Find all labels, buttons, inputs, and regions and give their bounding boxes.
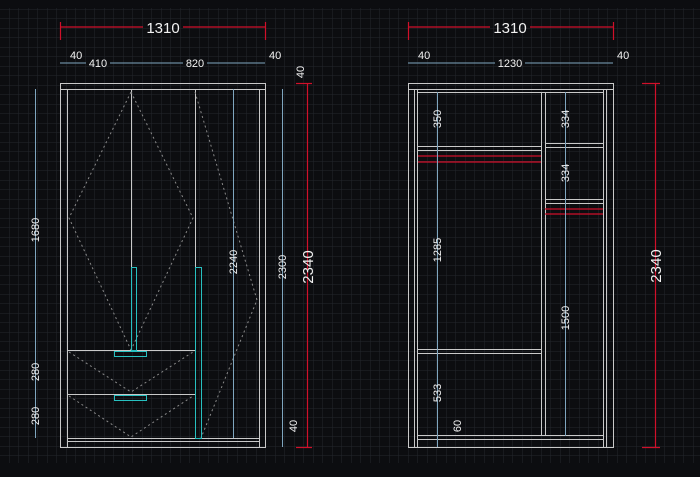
dimension-label: 2340 xyxy=(300,250,317,283)
dimension-label: 334 xyxy=(560,164,572,182)
dimension-label: 410 xyxy=(89,58,107,70)
dimension-label: 820 xyxy=(186,58,204,70)
interior-width-dimensions: 40 1230 40 xyxy=(408,50,629,70)
dimension-label: 1310 xyxy=(146,20,179,37)
dimension-label: 1680 xyxy=(30,218,42,242)
dimension-label: 1500 xyxy=(560,306,572,330)
dimension-label: 1230 xyxy=(498,58,522,70)
dimension-label: 2240 xyxy=(228,250,240,274)
front-width-dimensions: 40 410 820 40 xyxy=(60,50,281,70)
dimension-label: 334 xyxy=(560,110,572,128)
dimension-label: 40 xyxy=(70,50,82,62)
dimension-label: 60 xyxy=(452,420,464,432)
dimension-label: 40 xyxy=(295,66,307,78)
dimension-label: 40 xyxy=(418,50,430,62)
hanging-rails xyxy=(418,155,603,215)
dimension-label: 280 xyxy=(30,363,42,381)
dimension-label: 280 xyxy=(30,407,42,425)
front-carcass xyxy=(60,83,266,448)
dimension-label: 40 xyxy=(617,50,629,62)
interior-carcass xyxy=(408,83,614,448)
front-height-dimensions: 1680 280 280 2240 2300 40 40 2340 xyxy=(30,66,317,449)
dimension-label: 1285 xyxy=(432,238,444,262)
interior-view: 1310 40 1230 40 350 1285 533 60 334 334 … xyxy=(407,20,665,449)
dimension-label: 2300 xyxy=(277,255,289,279)
dimension-label: 2340 xyxy=(648,249,665,282)
dimension-label: 40 xyxy=(288,420,300,432)
dimension-label: 350 xyxy=(432,110,444,128)
door-swing-lines xyxy=(68,91,258,439)
front-overall-width-dimension: 1310 xyxy=(59,20,267,40)
handles xyxy=(114,267,202,439)
dimension-label: 1310 xyxy=(493,20,526,37)
dimension-label: 40 xyxy=(269,50,281,62)
dimension-label: 533 xyxy=(432,384,444,402)
interior-height-dimensions: 350 1285 533 60 334 334 1500 2340 xyxy=(432,82,665,449)
front-view: 1310 40 410 820 40 1680 280 280 2240 230… xyxy=(30,20,317,449)
interior-overall-width-dimension: 1310 xyxy=(407,20,615,40)
